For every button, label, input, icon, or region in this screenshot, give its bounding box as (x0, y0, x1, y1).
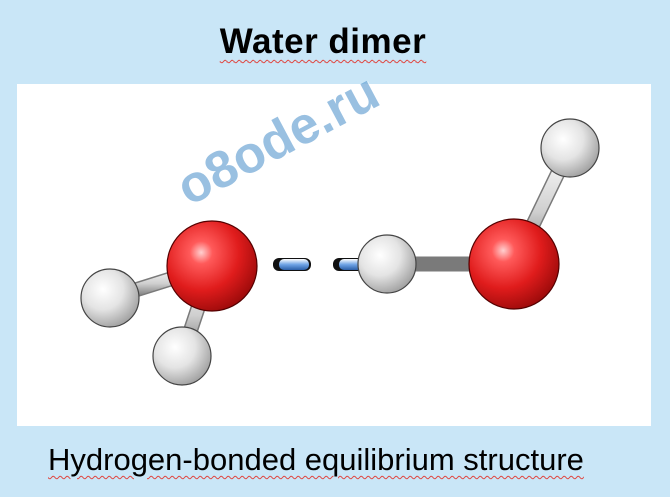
hydrogen-atom-h1a (80, 268, 140, 328)
oxygen-atom-o1 (166, 220, 258, 312)
hydrogen-atom-h2a (357, 234, 417, 294)
water-dimer-diagram (80, 118, 600, 386)
page-title: Water dimer (219, 22, 427, 61)
molecule-panel (17, 84, 651, 426)
hydrogen-atom-h1b (152, 326, 212, 386)
hydrogen-atom-h2b (540, 118, 600, 178)
caption: Hydrogen-bonded equilibrium structure (48, 442, 584, 477)
oxygen-atom-o2 (468, 218, 560, 310)
